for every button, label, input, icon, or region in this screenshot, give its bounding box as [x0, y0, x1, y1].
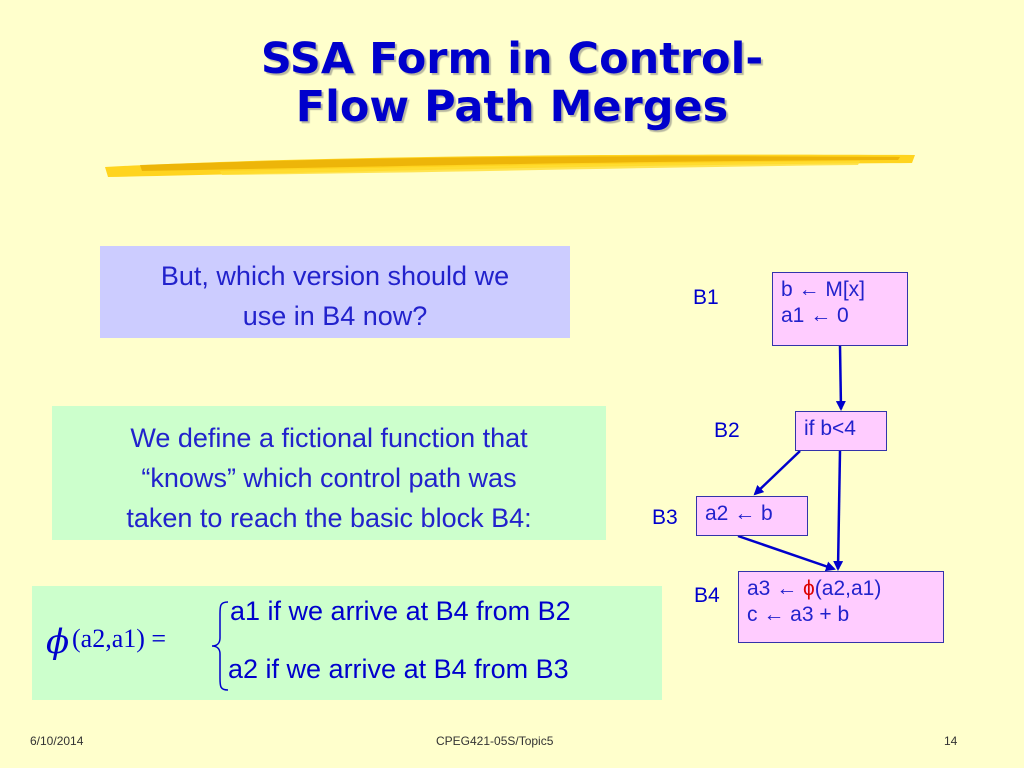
b4-stmt-1-lhs: a3 ← [747, 577, 804, 600]
title-line-2: Flow Path Merges [295, 82, 729, 132]
block-b2: if b<4 [795, 411, 887, 451]
callout-line-1: But, which version should we [160, 261, 510, 291]
phi-formula: ϕ (a2,a1) = a1 if we arrive at B4 from B… [32, 586, 662, 700]
phi-case-b2: a1 if we arrive at B4 from B2 [230, 596, 571, 626]
b4-stmt-1-args: (a2,a1) [814, 577, 882, 600]
edge-b2-b4 [833, 450, 844, 571]
edge-b2-b3 [753, 450, 801, 496]
block-b1: b ← M[x] a1 ← 0 [772, 272, 908, 346]
b4-stmt-1: a3 ← ϕ(a2,a1) [747, 576, 935, 602]
block-label-b3: B3 [652, 506, 678, 529]
definition-line-3: taken to reach the basic block B4: [126, 503, 532, 533]
phi-arguments: (a2,a1) = [72, 624, 167, 653]
phi-icon: ϕ [803, 577, 815, 600]
title-line-1: SSA Form in Control- [260, 34, 764, 84]
edge-b3-b4 [737, 534, 836, 572]
block-label-b4: B4 [694, 584, 720, 607]
block-b4: a3 ← ϕ(a2,a1) c ← a3 + b [738, 571, 944, 643]
definition-line-1: We define a fictional function that [130, 423, 528, 453]
block-label-b2: B2 [714, 419, 740, 442]
footer-date: 6/10/2014 [30, 734, 84, 748]
footer-page-number: 14 [944, 734, 958, 748]
phi-case-b3: a2 if we arrive at B4 from B3 [228, 654, 569, 684]
callout-line-2: use in B4 now? [242, 301, 428, 331]
block-b3: a2 ← b [696, 496, 808, 536]
b3-stmt-1: a2 ← b [705, 502, 773, 525]
b1-stmt-1: b ← M[x] [781, 278, 866, 301]
b4-stmt-2: c ← a3 + b [747, 603, 850, 626]
phi-function-symbol: ϕ [46, 622, 70, 662]
question-callout: But, which version should we use in B4 n… [100, 246, 570, 338]
b1-stmt-2: a1 ← 0 [781, 304, 849, 327]
definition-box: We define a fictional function that “kno… [52, 406, 606, 540]
footer-course: CPEG421-05S/Topic5 [436, 734, 554, 748]
b2-stmt-1: if b<4 [804, 417, 856, 440]
definition-line-2: “knows” which control path was [141, 463, 517, 493]
edge-b1-b2 [835, 345, 846, 411]
left-brace-icon [211, 601, 229, 691]
slide-title: SSA Form in Control- Flow Path Merges [0, 35, 1024, 131]
block-label-b1: B1 [693, 286, 719, 309]
title-underline-brush [105, 154, 915, 177]
